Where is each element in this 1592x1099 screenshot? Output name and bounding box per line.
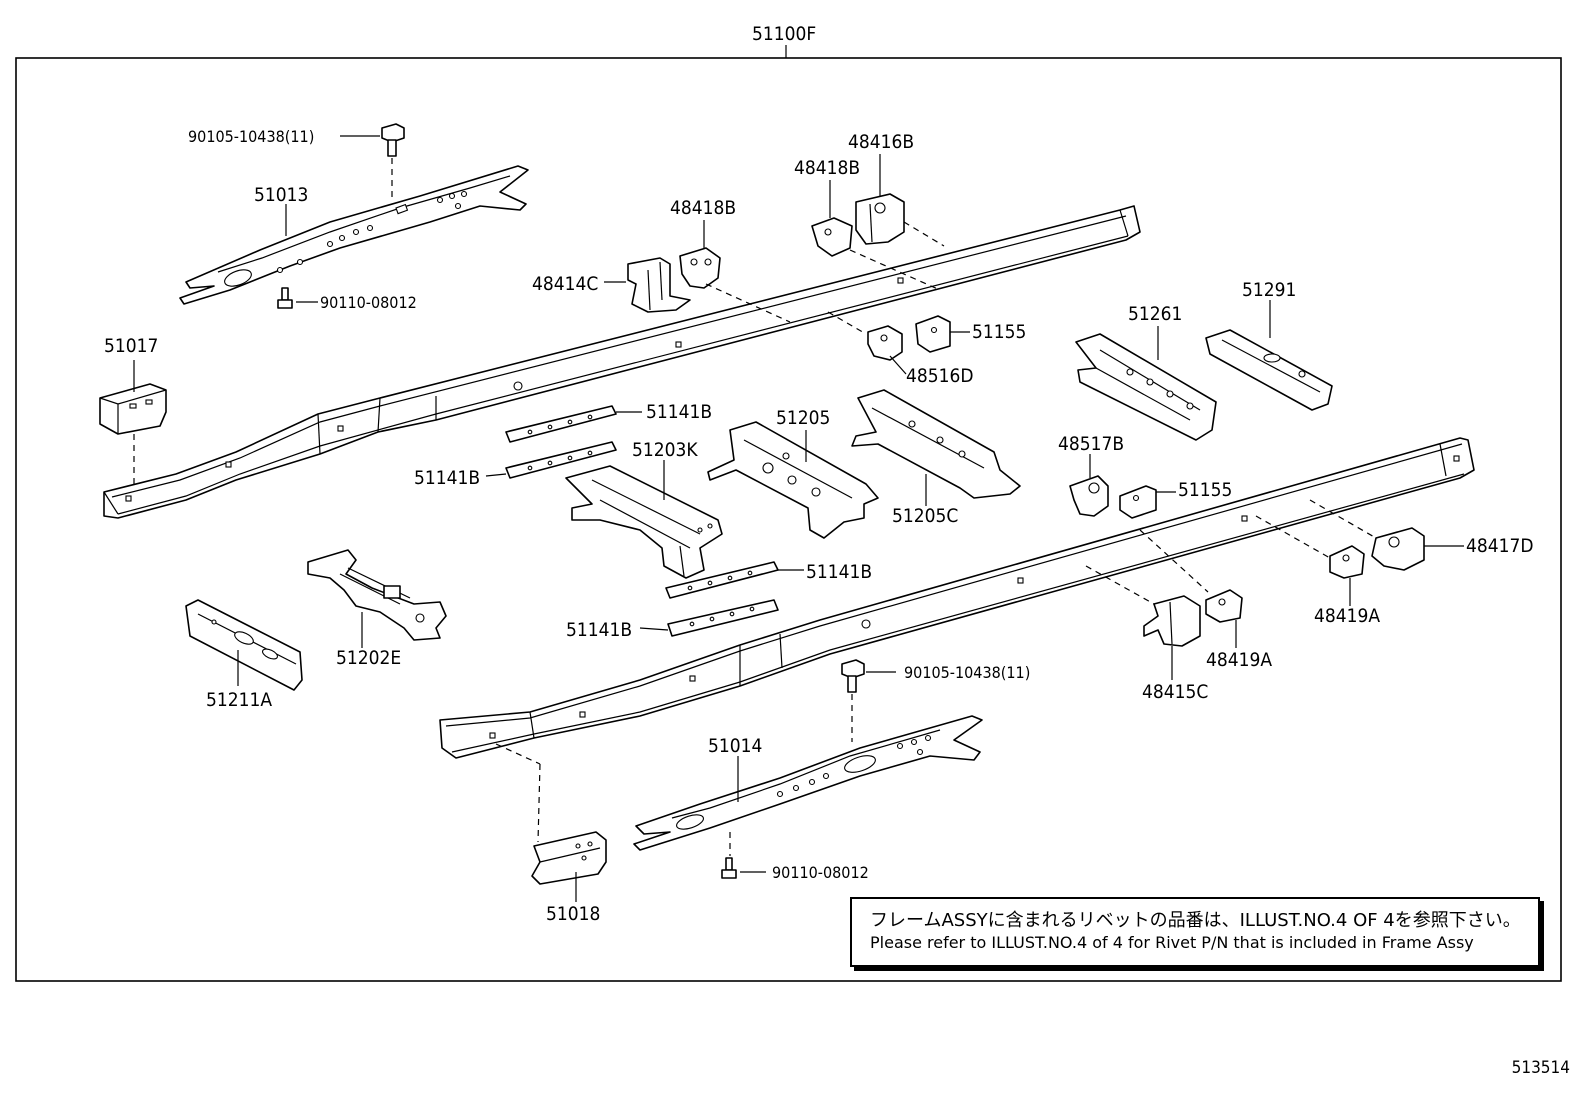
part-48516D-bracket	[867, 325, 903, 361]
label-48418B-right: 48418B	[794, 157, 860, 179]
label-51203K: 51203K	[632, 439, 698, 461]
illustration-reference-number: 513514	[1511, 1058, 1570, 1078]
part-51018-bracket	[531, 831, 607, 885]
label-48419A-right: 48419A	[1314, 605, 1380, 627]
assembly-frame-border	[15, 57, 1562, 982]
part-48416B-bracket	[855, 193, 905, 245]
label-51202E: 51202E	[336, 647, 401, 669]
label-51017: 51017	[104, 335, 158, 357]
label-bolt-lower: 90105-10438(11)	[904, 663, 1030, 682]
label-48516D: 48516D	[906, 365, 974, 387]
label-bolt-upper: 90105-10438(11)	[188, 127, 314, 146]
assembly-label: 51100F	[752, 23, 816, 45]
part-51203K-crossmember	[565, 465, 723, 579]
part-48414C-bracket	[627, 257, 691, 313]
screw-upper-icon	[277, 287, 293, 309]
part-51205C-crossmember	[851, 389, 1021, 499]
label-51141B-4: 51141B	[566, 619, 632, 641]
note-english: Please refer to ILLUST.NO.4 of 4 for Riv…	[870, 933, 1474, 952]
label-51013: 51013	[254, 184, 308, 206]
plate-51141B-1	[505, 405, 617, 443]
part-48517B-bracket	[1069, 475, 1109, 517]
label-51205C: 51205C	[892, 505, 958, 527]
label-51211A: 51211A	[206, 689, 272, 711]
screw-lower-icon	[721, 857, 737, 879]
label-51141B-3: 51141B	[806, 561, 872, 583]
label-screw-lower: 90110-08012	[772, 863, 869, 882]
part-51211A-crossmember	[185, 599, 303, 691]
label-51205: 51205	[776, 407, 830, 429]
label-51261: 51261	[1128, 303, 1182, 325]
part-51202E-crossmember	[307, 549, 447, 641]
label-48418B-left: 48418B	[670, 197, 736, 219]
label-51141B-1: 51141B	[646, 401, 712, 423]
right-frame-rail	[439, 437, 1475, 759]
plate-51141B-2	[505, 441, 617, 479]
part-48418B-left	[679, 247, 721, 289]
part-51155-plate-upper	[915, 315, 951, 353]
part-51014-member	[633, 715, 983, 851]
note-japanese: フレームASSYに含まれるリベットの品番は、ILLUST.NO.4 OF 4を参…	[870, 910, 1521, 931]
part-51017-bracket	[99, 383, 167, 435]
label-screw-upper: 90110-08012	[320, 293, 417, 312]
part-48417D-bracket	[1371, 527, 1425, 571]
label-48415C: 48415C	[1142, 681, 1208, 703]
label-48416B: 48416B	[848, 131, 914, 153]
part-51261-crossmember	[1075, 333, 1217, 441]
part-51155-plate-lower	[1119, 485, 1157, 519]
part-48419A-center	[1205, 589, 1243, 623]
label-51155-lower: 51155	[1178, 479, 1232, 501]
part-51013-member	[179, 165, 529, 305]
bolt-lower-icon	[841, 659, 865, 693]
part-48418B-right	[811, 217, 853, 257]
label-48517B: 48517B	[1058, 433, 1124, 455]
plate-51141B-4	[667, 599, 779, 637]
label-48419A-center: 48419A	[1206, 649, 1272, 671]
part-51205-crossmember	[707, 421, 879, 539]
part-48419A-right	[1329, 545, 1365, 579]
rivet-note-box: フレームASSYに含まれるリベットの品番は、ILLUST.NO.4 OF 4を参…	[850, 897, 1540, 967]
label-51291: 51291	[1242, 279, 1296, 301]
label-51155-upper: 51155	[972, 321, 1026, 343]
part-48415C-bracket	[1143, 595, 1201, 647]
left-frame-rail	[103, 205, 1141, 519]
label-51014: 51014	[708, 735, 762, 757]
bolt-upper-icon	[381, 123, 405, 157]
part-51291-crossmember	[1205, 329, 1333, 411]
label-51018: 51018	[546, 903, 600, 925]
label-51141B-2: 51141B	[414, 467, 480, 489]
label-48417D: 48417D	[1466, 535, 1534, 557]
label-48414C: 48414C	[532, 273, 598, 295]
